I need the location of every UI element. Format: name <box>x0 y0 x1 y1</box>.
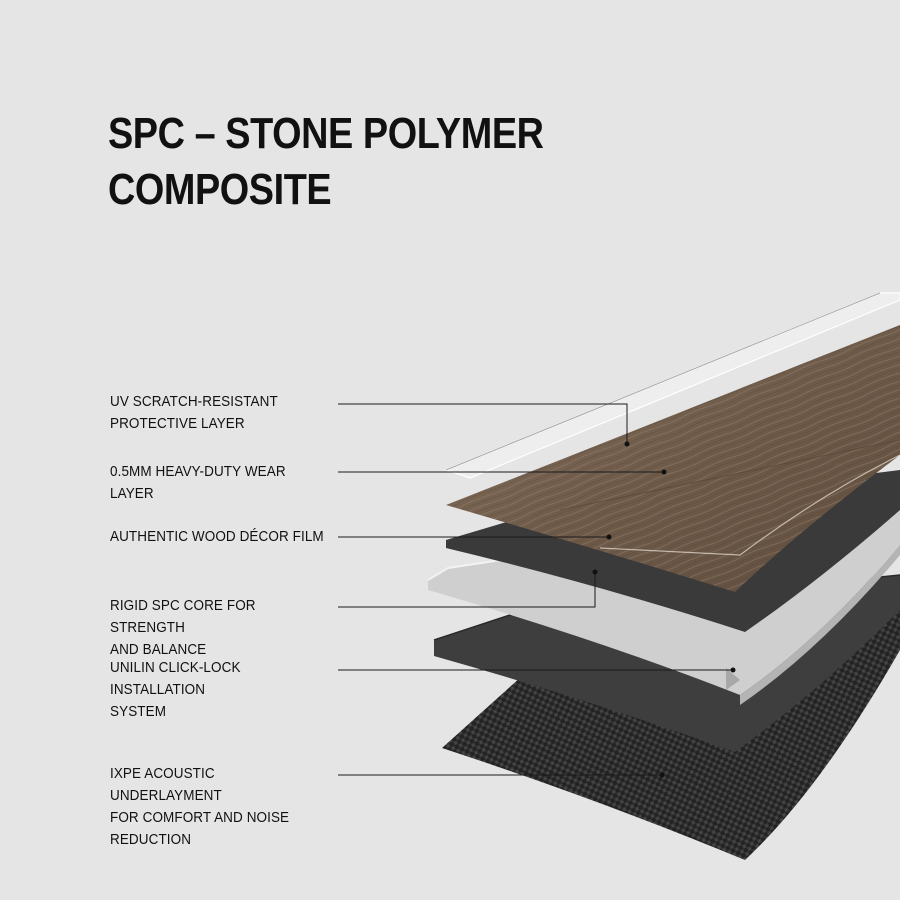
label-spc-core: RIGID SPC CORE FOR STRENGTH AND BALANCE <box>110 597 256 658</box>
dot-spc-core <box>592 569 598 575</box>
dot-underlayment <box>659 772 665 778</box>
leader-spc-core <box>338 572 596 608</box>
label-uv-layer: UV SCRATCH-RESISTANT PROTECTIVE LAYER <box>110 393 278 432</box>
label-wear-layer: 0.5MM HEAVY-DUTY WEAR LAYER <box>110 463 286 502</box>
dot-decor-film <box>606 534 612 540</box>
label-underlayment: IXPE ACOUSTIC UNDERLAYMENT FOR COMFORT A… <box>110 765 290 848</box>
dot-click-lock <box>730 667 736 673</box>
label-decor-film: AUTHENTIC WOOD DÉCOR FILM <box>110 528 324 545</box>
dot-uv-layer <box>624 441 630 447</box>
dot-wear-layer <box>661 469 667 475</box>
page-title: SPC – STONE POLYMER COMPOSITE <box>108 109 544 214</box>
leader-uv-layer <box>338 403 628 444</box>
label-click-lock: UNILIN CLICK-LOCK INSTALLATION SYSTEM <box>110 659 241 720</box>
